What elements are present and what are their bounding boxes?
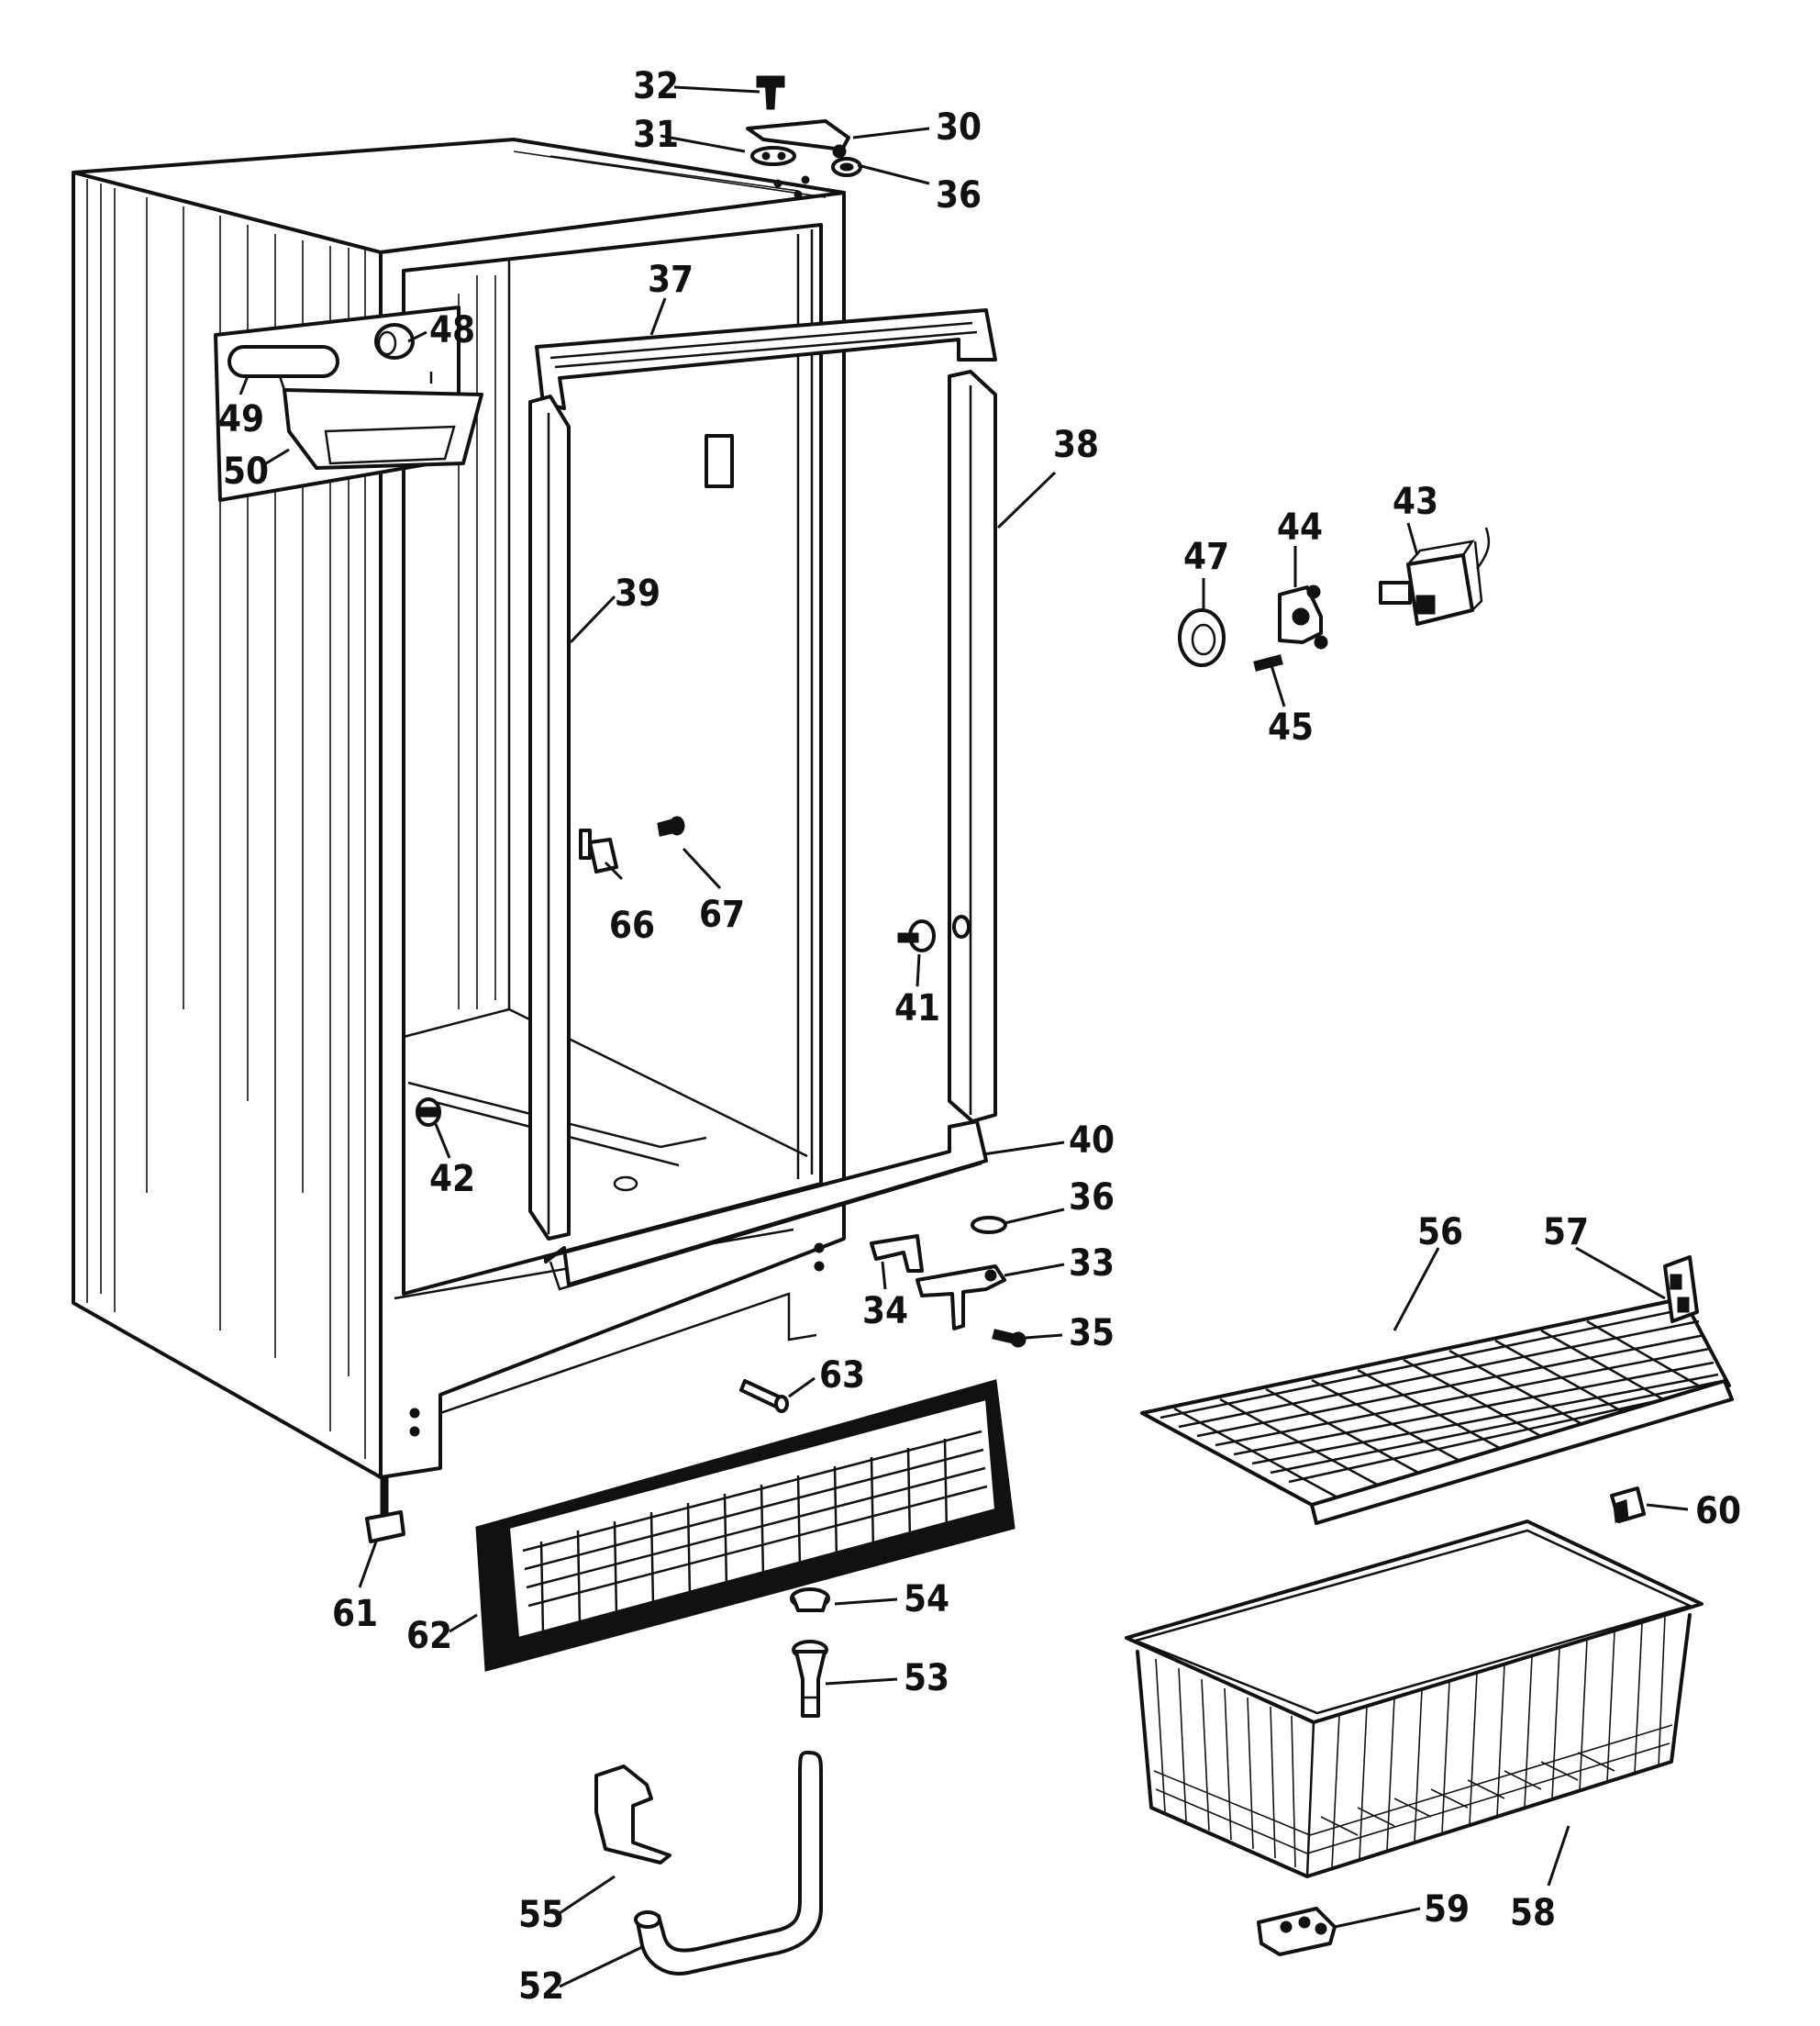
hinge-30	[746, 119, 850, 151]
drain-tube-53	[792, 1640, 828, 1718]
callout-59: 59	[1424, 1888, 1470, 1931]
callout-67: 67	[699, 894, 745, 936]
shelf-clip-57	[1663, 1255, 1699, 1323]
callout-39: 39	[615, 573, 660, 615]
bracket-66	[588, 838, 618, 874]
callout-54: 54	[904, 1578, 949, 1620]
callout-38: 38	[1053, 424, 1099, 466]
clip-60	[1610, 1486, 1646, 1523]
callout-58: 58	[1510, 1892, 1556, 1934]
knob-47	[1178, 608, 1226, 667]
callout-62: 62	[406, 1615, 452, 1657]
shelf-wires	[1160, 1306, 1727, 1500]
wire-shelf-56	[1140, 1297, 1734, 1525]
callout-37: 37	[648, 259, 694, 301]
grille-slots	[522, 1430, 988, 1634]
callout-43: 43	[1393, 481, 1438, 523]
callout-40: 40	[1069, 1119, 1115, 1162]
cabinet	[72, 138, 846, 1479]
callout-33: 33	[1069, 1242, 1115, 1285]
callout-57: 57	[1543, 1211, 1589, 1253]
callout-66: 66	[609, 905, 655, 947]
callout-42: 42	[429, 1158, 475, 1200]
top-hinge-parts	[746, 75, 862, 199]
callout-34: 34	[862, 1290, 908, 1332]
shim-34	[870, 1234, 924, 1273]
drain-parts	[365, 1475, 830, 1976]
control-parts	[1178, 527, 1491, 672]
cam-41	[897, 919, 936, 952]
hinge-33	[916, 1264, 1006, 1330]
callout-36-top: 36	[936, 174, 982, 217]
callout-63: 63	[819, 1354, 865, 1397]
callout-50: 50	[223, 451, 269, 493]
cam-42	[416, 1097, 441, 1127]
basket-58	[1125, 1520, 1703, 1878]
leveler-61	[365, 1475, 405, 1543]
clip-55	[594, 1764, 671, 1865]
door-frame-parts	[528, 308, 997, 1291]
plug-63	[739, 1379, 789, 1413]
callout-49: 49	[218, 398, 264, 440]
washer-36-bottom	[971, 1216, 1007, 1234]
callout-31: 31	[633, 114, 679, 156]
drain-hose-52	[636, 1751, 823, 1976]
small-parts	[416, 816, 936, 1127]
callout-61: 61	[332, 1593, 378, 1635]
clip-59	[1257, 1907, 1337, 1956]
light-bulb-49	[228, 345, 339, 378]
callout-48: 48	[429, 309, 475, 351]
leader-lines	[239, 85, 1689, 1988]
callout-labels: 32 31 30 36 37 48 49 50 38 39 43 44 47 4…	[218, 65, 1741, 2008]
callout-56: 56	[1417, 1211, 1463, 1253]
grille-62	[475, 1379, 1015, 1672]
callout-45: 45	[1268, 707, 1314, 749]
callout-35: 35	[1069, 1312, 1115, 1354]
shim-31	[750, 146, 796, 166]
callout-44: 44	[1277, 506, 1323, 549]
screw-45	[1253, 654, 1283, 672]
frame-bottom-40	[544, 1119, 988, 1286]
callout-60: 60	[1695, 1490, 1741, 1532]
callout-53: 53	[904, 1657, 949, 1699]
callout-30: 30	[936, 106, 982, 149]
liner-label-pad	[705, 434, 734, 488]
bottom-hinge-parts	[870, 1216, 1027, 1348]
callout-41: 41	[894, 987, 940, 1030]
callout-32: 32	[633, 65, 679, 107]
frame-right-38	[948, 370, 997, 1123]
callout-36-bottom: 36	[1069, 1176, 1115, 1219]
callout-55: 55	[518, 1894, 564, 1936]
basket-wires	[1153, 1615, 1673, 1869]
control-bracket-assembly	[214, 306, 483, 502]
callout-52: 52	[518, 1965, 564, 2008]
callout-47: 47	[1183, 536, 1229, 578]
